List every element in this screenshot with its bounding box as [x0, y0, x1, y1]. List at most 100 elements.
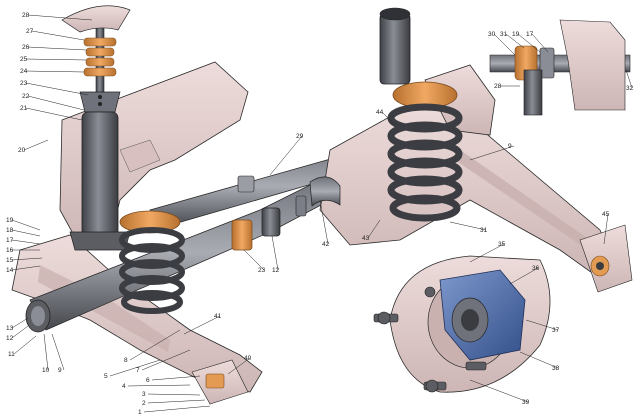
leader-line-c20 [23, 139, 49, 151]
callout-c29: 29 [296, 133, 304, 140]
callout-c8: 8 [124, 357, 128, 364]
coil-spring-right [387, 81, 463, 222]
leader-line-c35 [469, 243, 505, 263]
callout-c11: 11 [8, 351, 15, 358]
callout-c45: 45 [602, 211, 610, 218]
leader-line-c24 [25, 70, 85, 73]
callout-c10: 10 [42, 367, 50, 374]
callout-c1: 1 [138, 409, 142, 416]
leader-line-c40 [227, 357, 251, 375]
leader-line-c25 [25, 58, 87, 61]
leader-line-c8 [129, 329, 181, 361]
callout-c32: 32 [626, 85, 634, 92]
leader-line-c27 [31, 30, 85, 41]
callout-c28: 28 [22, 12, 30, 19]
leader-line-c11 [13, 335, 37, 355]
callout-c19: 19 [6, 217, 14, 224]
callout-c36: 36 [532, 265, 540, 272]
callout-c30: 30 [488, 31, 496, 38]
leader-line-c17 [11, 239, 41, 245]
leader-line-c12b [271, 235, 279, 271]
leader-line-c19b [517, 33, 541, 53]
callout-c35: 35 [498, 241, 506, 248]
leader-line-c41 [183, 315, 221, 335]
callout-c37: 37 [552, 327, 560, 334]
callout-c6: 6 [146, 377, 150, 384]
callout-c41: 41 [214, 313, 222, 320]
shock-mount-bushings [61, 5, 131, 77]
callout-c43: 43 [362, 235, 370, 242]
leader-line-c28 [27, 14, 93, 21]
leader-line-c45 [603, 213, 609, 245]
callout-c31: 31 [480, 227, 488, 234]
callout-c26: 26 [22, 44, 30, 51]
callout-c9: 9 [58, 367, 62, 374]
watermark-text: Avito [540, 376, 578, 394]
callout-c25: 25 [20, 56, 28, 63]
callout-c31b: 31 [500, 31, 508, 38]
watermark: Avito [518, 376, 578, 395]
callout-c39: 39 [522, 399, 530, 406]
avito-logo-icon [518, 376, 534, 395]
callout-c16: 16 [6, 247, 14, 254]
silent-block-parts [231, 175, 341, 251]
leader-line-c23b [243, 249, 265, 271]
callout-c5: 5 [104, 373, 108, 380]
leader-line-c10 [43, 333, 49, 371]
leader-line-c15 [11, 257, 43, 261]
leader-line-c44 [381, 111, 396, 126]
callout-c27: 27 [26, 28, 34, 35]
callout-c24: 24 [20, 68, 28, 75]
leader-line-c37 [525, 319, 559, 331]
callout-c44: 44 [376, 109, 384, 116]
leader-line-c23 [25, 82, 89, 96]
callout-c21: 21 [20, 105, 28, 112]
callout-c40: 40 [244, 355, 252, 362]
callout-c12: 12 [6, 335, 14, 342]
coil-spring-left [119, 210, 185, 314]
rear-bushing-45 [579, 224, 633, 293]
leader-line-c14 [11, 265, 41, 271]
shock-absorber-right [379, 7, 411, 85]
callout-leader-lines [11, 14, 633, 413]
callout-c18: 18 [6, 227, 14, 234]
callout-c14: 14 [6, 267, 14, 274]
leader-line-c1 [143, 405, 211, 413]
leader-line-c9 [51, 333, 65, 371]
callout-c23b: 23 [258, 267, 266, 274]
callout-c12b: 12 [272, 267, 280, 274]
leader-line-c3 [147, 393, 201, 396]
leader-line-c5 [109, 359, 161, 377]
leader-line-c43 [367, 219, 381, 239]
leader-line-c21 [25, 107, 83, 121]
leader-line-c31b [505, 33, 525, 49]
callout-c42: 42 [322, 241, 330, 248]
leader-line-c30 [493, 33, 516, 56]
leader-line-c26 [27, 46, 87, 51]
leader-line-c42 [319, 199, 329, 245]
leader-line-c22 [27, 95, 85, 111]
callout-c20: 20 [18, 147, 26, 154]
bushing-detail-inset [489, 19, 631, 116]
leader-line-c29 [269, 135, 303, 176]
leader-line-c19 [11, 219, 41, 231]
leader-line-c13 [11, 317, 29, 329]
callout-c22: 22 [22, 93, 30, 100]
callout-c38: 38 [552, 365, 560, 372]
callout-c17b: 17 [526, 31, 534, 38]
lower-bracket [191, 359, 249, 405]
callout-c7: 7 [136, 367, 140, 374]
wheel-hub-assembly [373, 255, 551, 393]
callout-c17: 17 [6, 237, 14, 244]
lower-trailing-arm-right [319, 64, 616, 276]
callout-c28b: 28 [494, 83, 502, 90]
callout-c2: 2 [142, 400, 146, 407]
leader-line-c2 [147, 399, 206, 404]
leader-line-c39 [469, 379, 529, 403]
leader-line-c12 [11, 325, 29, 339]
leader-line-c17b [531, 33, 549, 53]
callout-c13: 13 [6, 325, 14, 332]
callout-c19b: 19 [512, 31, 520, 38]
